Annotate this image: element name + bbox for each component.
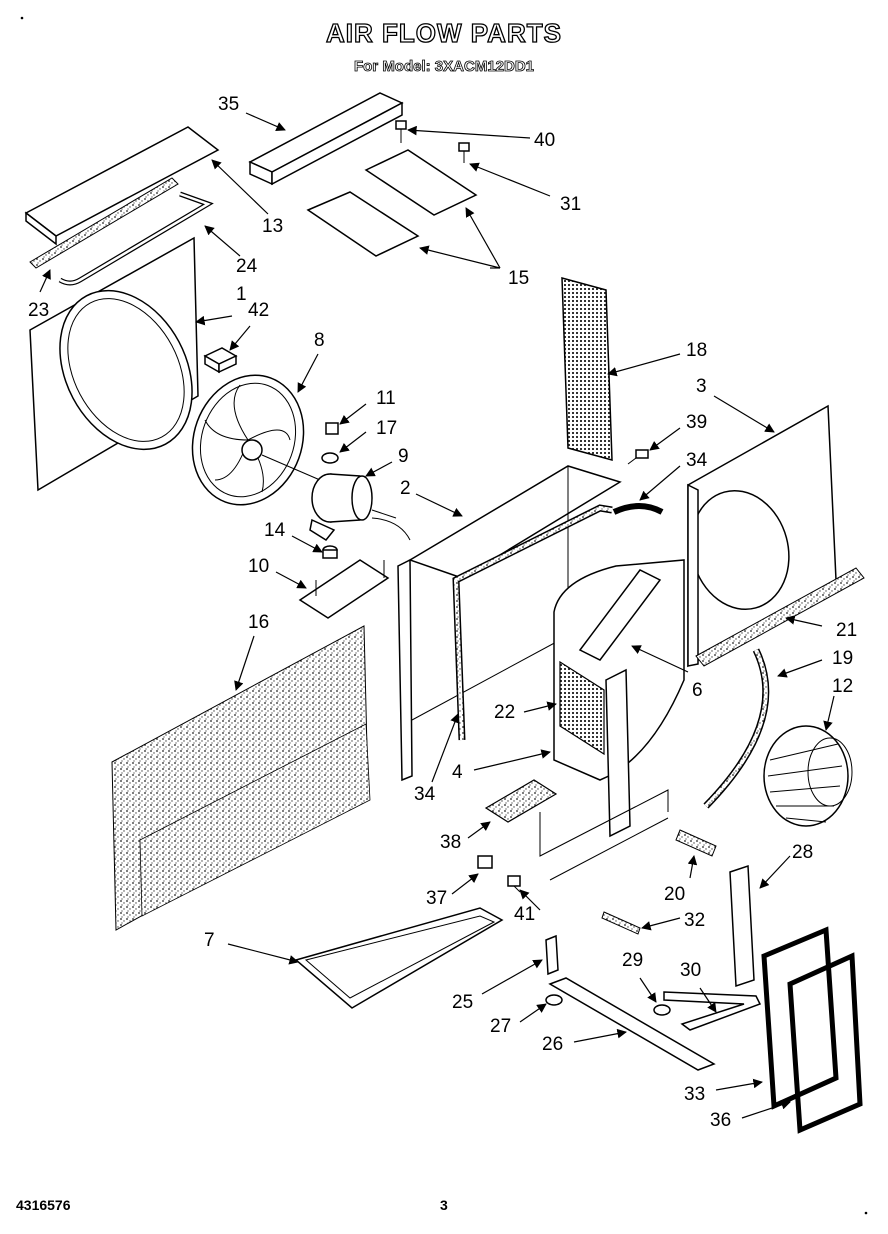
callout-18: 18 <box>686 340 707 361</box>
callout-28: 28 <box>792 842 813 863</box>
callout-19: 19 <box>832 648 853 669</box>
callout-34: 34 <box>686 450 708 471</box>
part-37-clip <box>477 855 493 869</box>
part-39-screw <box>627 449 649 465</box>
corner-mark <box>864 1211 868 1215</box>
callout-25: 25 <box>452 992 473 1013</box>
part-29-clip <box>653 1004 671 1016</box>
callout-30: 30 <box>680 960 701 981</box>
part-30-bar <box>663 991 762 1031</box>
part-38-pad <box>484 779 558 823</box>
model-subtitle: For Model: 3XACM12DD1 <box>353 58 535 76</box>
callout-17: 17 <box>376 418 397 439</box>
part-2-cabinet <box>397 465 622 782</box>
part-6-orifice <box>578 569 662 661</box>
callout-16: 16 <box>248 612 269 633</box>
part-14-grommet <box>322 545 338 559</box>
part-33-gasket-frame <box>761 926 839 1110</box>
callout-23: 23 <box>28 300 49 321</box>
callout-29: 29 <box>622 950 643 971</box>
callout-39: 39 <box>686 412 707 433</box>
callout-7: 7 <box>204 930 215 951</box>
callout-3: 3 <box>696 376 707 397</box>
part-18-filter <box>561 277 613 461</box>
part-16-coil <box>111 625 371 931</box>
page-number: 3 <box>440 1197 448 1213</box>
part-23-gasket <box>29 177 179 269</box>
callout-40: 40 <box>534 130 555 151</box>
document-number: 4316576 <box>16 1197 71 1213</box>
part-22-filter-patch <box>559 660 605 756</box>
part-9-motor <box>309 473 411 541</box>
callout-4: 4 <box>452 762 463 783</box>
callout-27: 27 <box>490 1016 511 1037</box>
callout-11: 11 <box>376 388 396 409</box>
page-title: AIR FLOW PARTS <box>325 17 562 48</box>
part-1-front-panel <box>29 236 199 492</box>
callout-31: 31 <box>560 194 581 215</box>
callout-37: 37 <box>426 888 447 909</box>
corner-mark <box>20 16 24 20</box>
callout-10: 10 <box>248 556 269 577</box>
part-26-rail <box>548 977 716 1071</box>
callout-6: 6 <box>692 680 703 701</box>
callout-35: 35 <box>218 94 239 115</box>
part-7-drain-channel <box>294 907 504 1009</box>
part-32-strip <box>601 911 641 935</box>
callout-14: 14 <box>264 520 286 541</box>
callout-24: 24 <box>236 256 258 277</box>
part-27-washer <box>545 994 563 1006</box>
callout-9: 9 <box>398 446 409 467</box>
part-35-top-panel <box>248 92 404 186</box>
part-10-motor-mount <box>298 559 390 619</box>
part-34-gasket-right <box>612 503 664 515</box>
callout-36: 36 <box>710 1110 731 1131</box>
callout-labels: 35 40 31 13 24 15 23 1 42 8 18 3 11 17 3… <box>28 94 857 1131</box>
callout-12: 12 <box>832 676 853 697</box>
part-25-bracket <box>545 934 559 976</box>
callout-21: 21 <box>836 620 857 641</box>
callout-41: 41 <box>514 904 535 925</box>
leader-lines <box>39 112 835 1119</box>
part-4-scroll <box>553 559 685 838</box>
callout-8: 8 <box>314 330 325 351</box>
callout-20: 20 <box>664 884 685 905</box>
part-42-block <box>203 347 238 374</box>
callout-13: 13 <box>262 216 283 237</box>
part-12-blower-wheel <box>763 725 853 827</box>
part-8-fan <box>191 374 321 506</box>
callout-38: 38 <box>440 832 461 853</box>
part-15-plates <box>306 149 478 257</box>
callout-26: 26 <box>542 1034 563 1055</box>
part-36-gasket-frame <box>787 952 863 1134</box>
callout-2: 2 <box>400 478 411 499</box>
callout-42: 42 <box>248 300 269 321</box>
part-17-washer <box>321 452 339 464</box>
part-13-top-cover <box>24 126 220 246</box>
callout-1: 1 <box>236 284 247 305</box>
part-11-nut <box>325 422 339 435</box>
callout-32: 32 <box>684 910 705 931</box>
part-31-screw <box>458 142 470 163</box>
part-19-gasket <box>703 648 770 809</box>
part-40-screw <box>395 120 407 143</box>
part-28-bracket <box>729 864 755 988</box>
callout-15: 15 <box>508 268 529 289</box>
callout-34-lower: 34 <box>414 784 436 805</box>
part-21-gasket <box>695 567 865 667</box>
part-41-screw <box>507 875 521 893</box>
part-20-gasket-block <box>675 829 717 857</box>
callout-22: 22 <box>494 702 515 723</box>
callout-33: 33 <box>684 1084 705 1105</box>
